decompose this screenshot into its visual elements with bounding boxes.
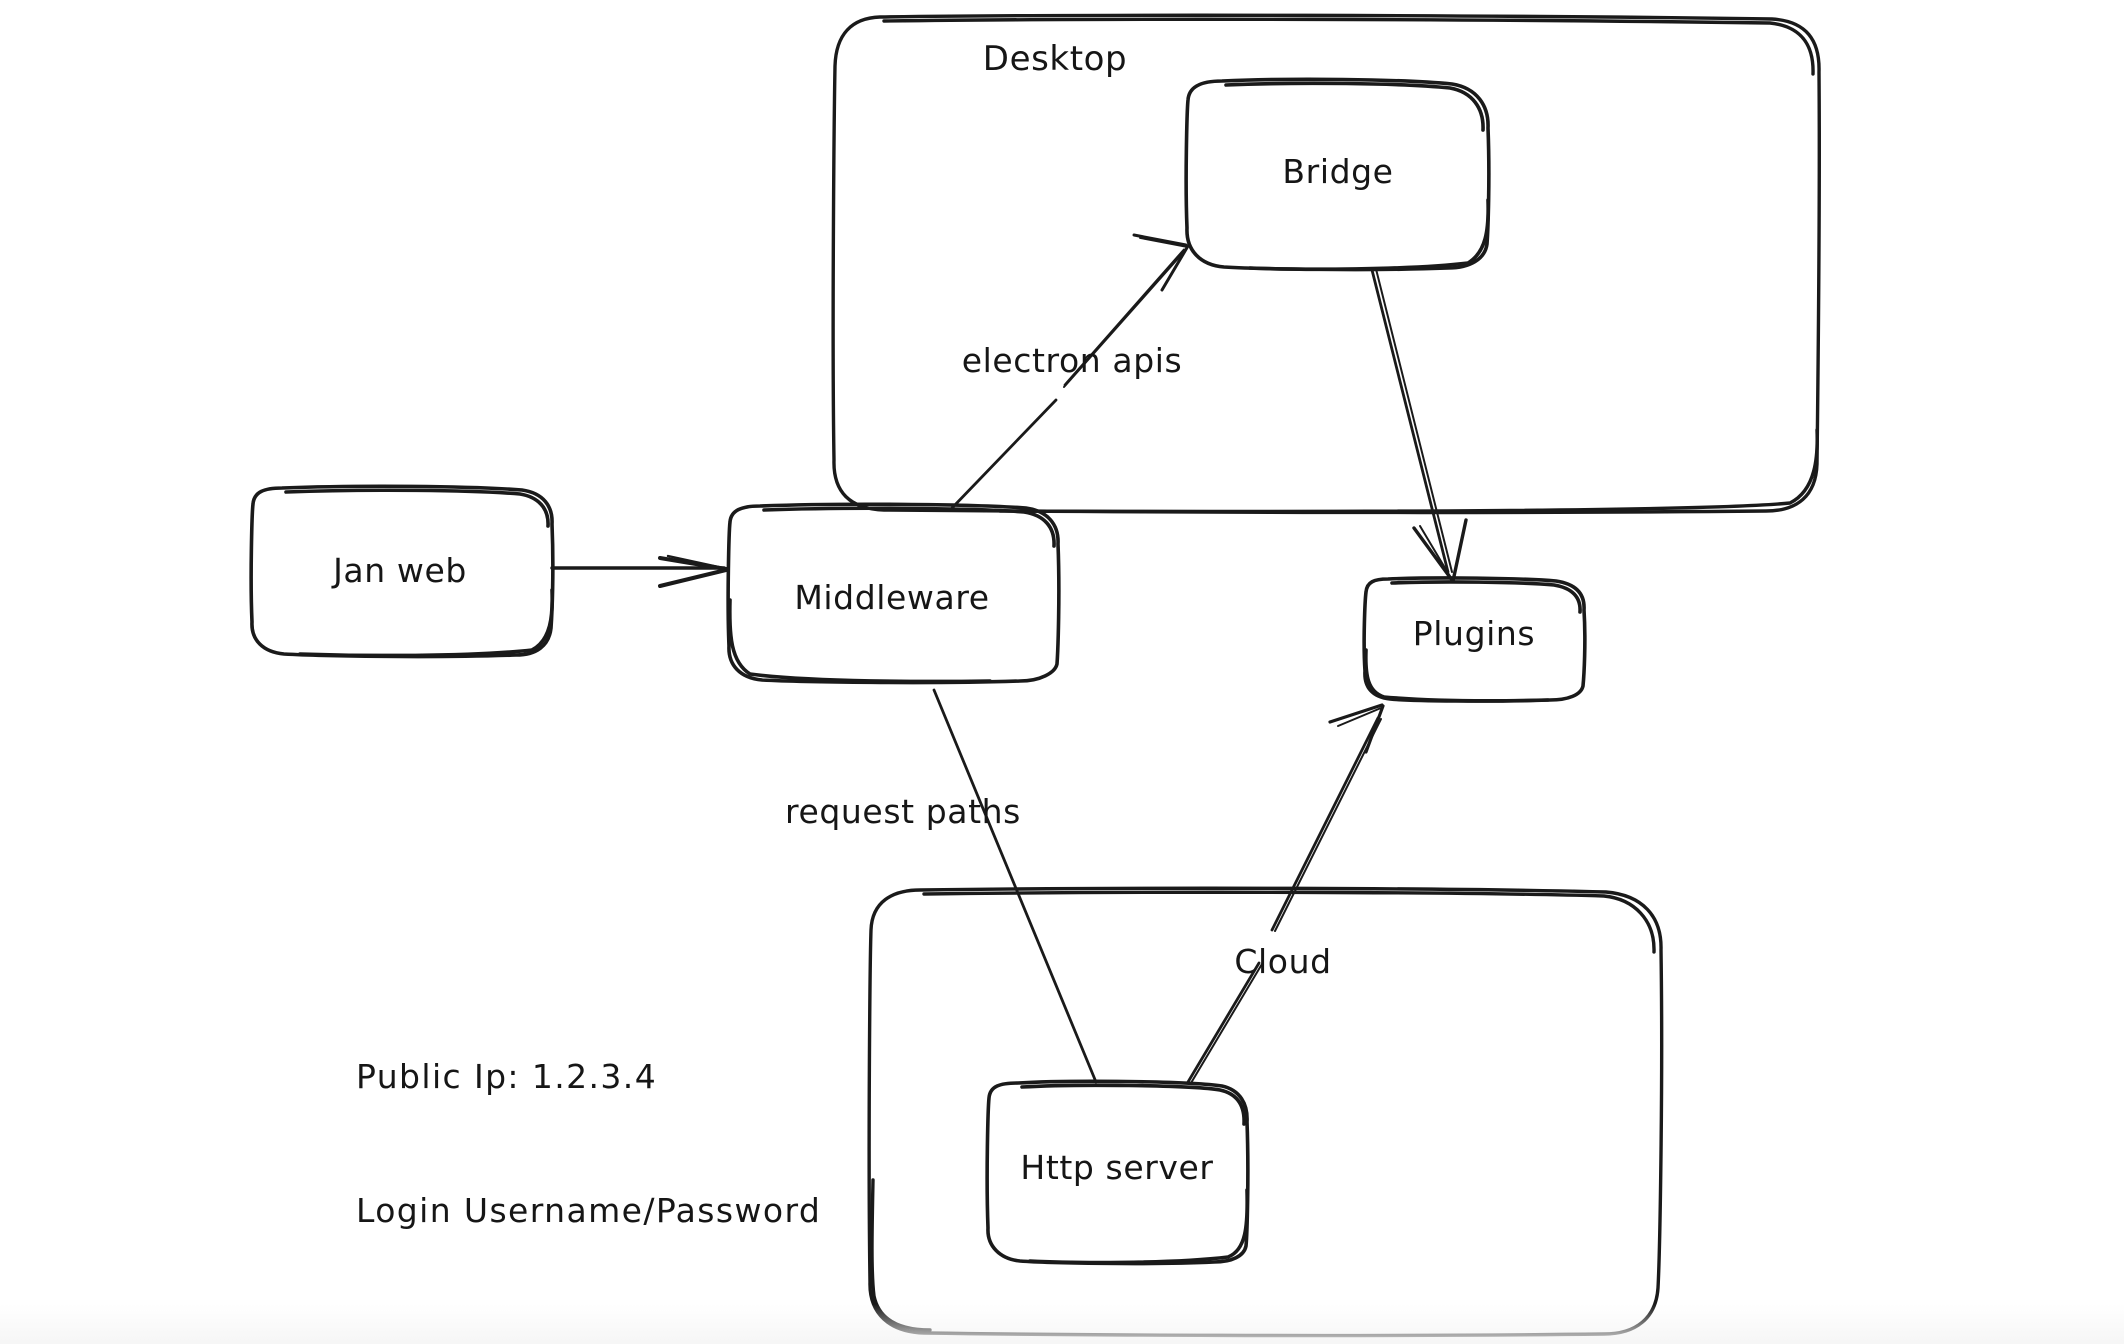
node-label-plugins[interactable]: Plugins [1412, 614, 1536, 653]
edge-http-to-plugins [1186, 703, 1385, 1084]
edge-jan-to-middleware [550, 554, 730, 588]
group-label-desktop: Desktop [982, 39, 1128, 79]
node-label-bridge[interactable]: Bridge [1282, 152, 1394, 191]
node-middleware-outline [726, 502, 1061, 685]
note-public-access: Public Ip: 1.2.3.4 Login Username/Passwo… [356, 966, 821, 1322]
note-line-public-ip: Public Ip: 1.2.3.4 [356, 1057, 658, 1097]
edge-middleware-to-bridge [950, 233, 1190, 510]
edge-bridge-to-plugins [1370, 268, 1468, 583]
node-bridge-outline [1184, 77, 1491, 272]
group-desktop-outline [831, 13, 1821, 515]
note-line-login: Login Username/Password [356, 1190, 822, 1230]
edge-label-request-paths: request paths [785, 792, 1021, 831]
node-label-http-server[interactable]: Http server [1020, 1148, 1214, 1187]
node-jan-web-outline [249, 484, 555, 659]
edge-label-electron-apis: electron apis [961, 341, 1183, 380]
edge-http-to-middleware [932, 688, 1098, 1084]
node-plugins-outline [1362, 576, 1587, 703]
node-http-server-outline [985, 1079, 1250, 1266]
node-label-jan-web[interactable]: Jan web [333, 551, 467, 590]
edge-label-cloud: Cloud [1234, 942, 1332, 981]
node-label-middleware[interactable]: Middleware [794, 578, 990, 617]
